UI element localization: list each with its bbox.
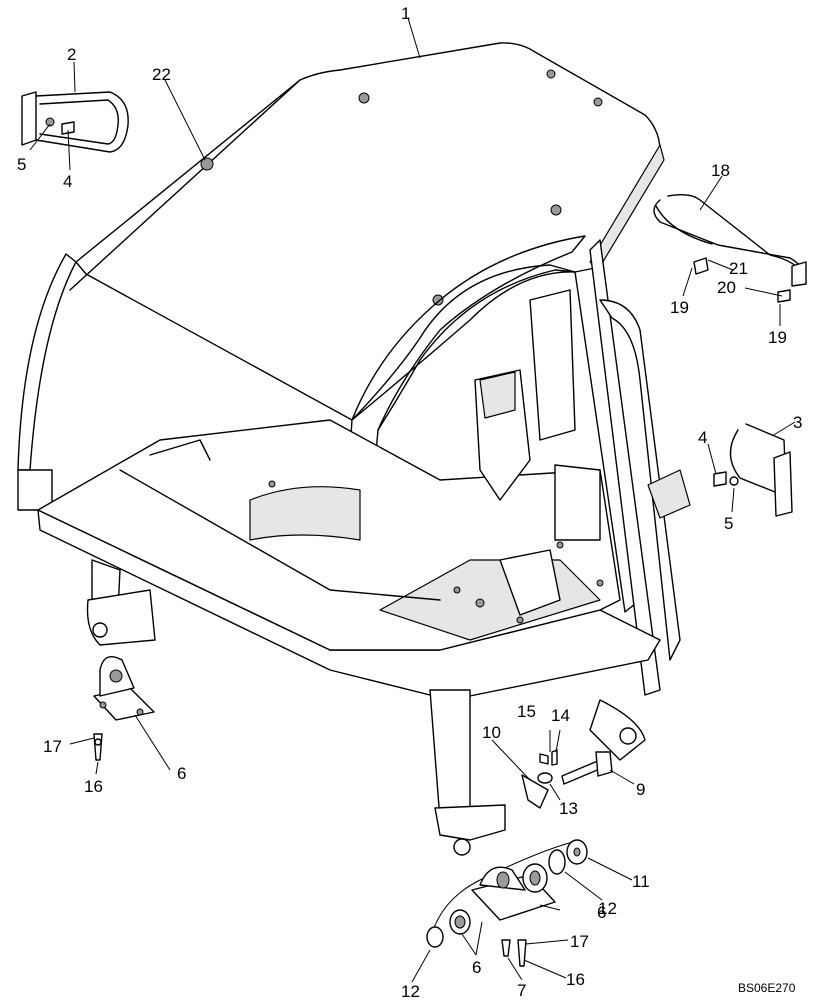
- frame-legs: [86, 559, 646, 856]
- callout-1: 1: [401, 4, 410, 23]
- side-step-assembly: [599, 299, 691, 661]
- callout-13: 13: [559, 799, 578, 818]
- callout-16: 16: [566, 970, 585, 989]
- seat-bracket: [474, 289, 601, 541]
- callout-17: 17: [570, 932, 589, 951]
- bolt-4-washer-5: [713, 471, 739, 487]
- callout-19: 19: [768, 328, 787, 347]
- pin-9: [561, 751, 613, 785]
- callout-11: 11: [632, 872, 650, 891]
- callout-6: 6: [472, 958, 481, 977]
- roof-panel: [69, 42, 665, 421]
- rubber-mount-6-left: [93, 656, 155, 721]
- plate-10: [521, 774, 549, 809]
- callout-6: 6: [597, 903, 606, 922]
- callout-22: 22: [152, 65, 171, 84]
- callout-labels: 1 2 3 4 4 5 5 6 6 6 7 9 10 11 12 12 13 1…: [17, 4, 802, 1001]
- callout-4: 4: [63, 172, 72, 191]
- grab-handle-rear-left: [21, 91, 129, 153]
- washer-15: [539, 753, 549, 765]
- callout-21: 21: [729, 259, 748, 278]
- callout-19: 19: [670, 298, 689, 317]
- callout-15: 15: [517, 702, 536, 721]
- callout-16: 16: [84, 777, 103, 796]
- callout-3: 3: [793, 413, 802, 432]
- bolt-14: [551, 749, 558, 766]
- callout-5: 5: [724, 514, 733, 533]
- ring-13: [537, 772, 553, 784]
- bolt-16-17-left: [93, 733, 103, 761]
- callout-7: 7: [517, 981, 526, 1000]
- callout-6: 6: [177, 764, 186, 783]
- floor-base: [37, 419, 661, 701]
- grab-handle-18: [653, 193, 807, 303]
- leader-lines: [29, 17, 796, 983]
- grab-handle-3: [729, 423, 793, 517]
- callout-2: 2: [67, 45, 76, 64]
- callout-18: 18: [711, 161, 730, 180]
- callout-12: 12: [401, 982, 420, 1000]
- callout-10: 10: [482, 723, 501, 742]
- callout-12: 12: [598, 899, 617, 918]
- drawing-code: BS06E270: [738, 981, 796, 995]
- callout-20: 20: [717, 278, 736, 297]
- callout-5: 5: [17, 155, 26, 174]
- rops-frame: [17, 235, 661, 696]
- roof-plug: [200, 157, 214, 171]
- callout-9: 9: [636, 780, 645, 799]
- mount-assembly-exploded: [426, 839, 588, 967]
- callout-14: 14: [551, 706, 570, 725]
- callout-4: 4: [698, 428, 707, 447]
- callout-17: 17: [43, 737, 62, 756]
